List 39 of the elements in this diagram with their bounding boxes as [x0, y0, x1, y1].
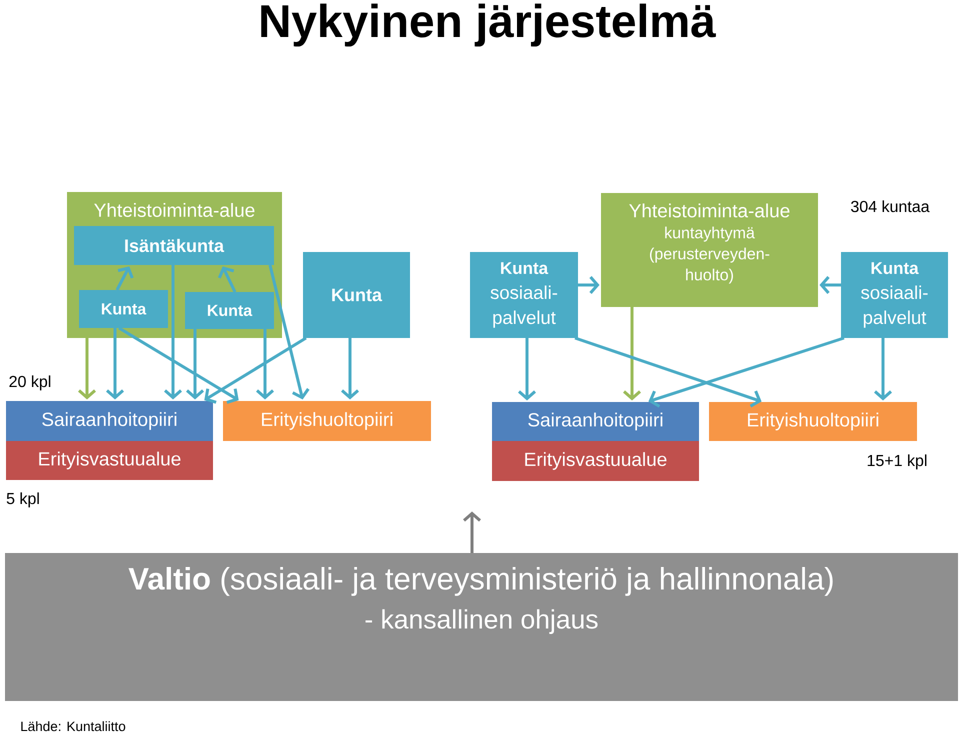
arrow: [268, 264, 310, 400]
district-band: Erityishuoltopiiri: [223, 401, 431, 441]
arrow: [874, 338, 892, 400]
arrow: [463, 512, 481, 553]
arrow: [218, 266, 236, 293]
district-band: Erityisvastuualue: [6, 441, 213, 480]
count-label: 15+1 kpl: [868, 454, 926, 470]
count-label: 304 kuntaa: [851, 200, 930, 212]
district-band: Erityishuoltopiiri: [709, 402, 917, 441]
arrow: [116, 266, 134, 291]
district-band: Erityisvastuualue: [492, 441, 699, 481]
arrow: [341, 338, 359, 400]
state-band: Valtio (sosiaali- ja terveysministeriö ja hallinnonala) - kansallinen ohjaus: [5, 553, 958, 701]
arrow: [186, 329, 204, 400]
source-note: Lähde: Kuntaliitto: [21, 721, 126, 732]
arrow: [78, 338, 96, 400]
arrow: [623, 307, 641, 400]
arrow: [164, 265, 182, 400]
arrow: [820, 276, 841, 294]
count-label: 5 kpl: [6, 492, 39, 508]
district-band: Sairaanhoitopiiri: [6, 401, 213, 441]
arrow: [518, 338, 536, 400]
region-box: Yhteistoiminta-alue kuntayhtymä (perusterveyden-huolto): [601, 193, 818, 307]
organization-box: Kunta: [185, 292, 274, 329]
arrow: [118, 326, 239, 404]
organization-box: Kunta: [303, 252, 410, 338]
organization-box: Kunta: [79, 290, 168, 328]
district-band: Sairaanhoitopiiri: [492, 402, 699, 441]
arrow: [574, 336, 762, 408]
arrow: [648, 336, 844, 408]
arrow: [578, 276, 600, 294]
organization-box: Kunta sosiaali-palvelut: [841, 252, 948, 338]
arrow: [106, 328, 124, 400]
count-label: 20 kpl: [9, 375, 50, 390]
organization-box: Isäntäkunta: [74, 226, 274, 265]
arrow: [204, 336, 307, 404]
organization-box: Kunta sosiaali-palvelut: [470, 252, 578, 338]
title: Nykyinen järjestelmä: [261, 4, 716, 47]
arrow: [256, 329, 274, 400]
